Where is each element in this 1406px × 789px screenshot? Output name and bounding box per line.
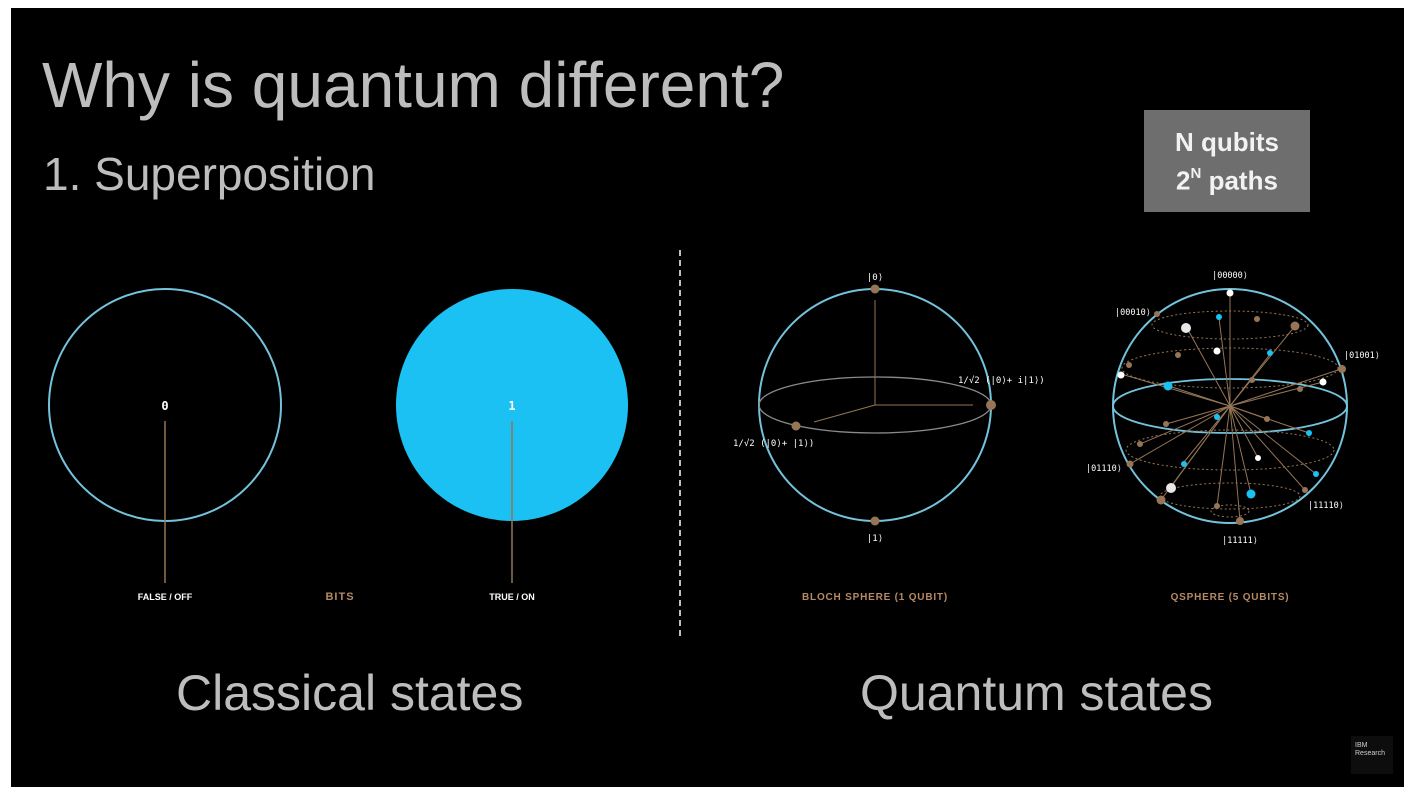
qsphere-dot (1267, 350, 1273, 356)
classical-states-label: Classical states (176, 665, 524, 721)
qsphere-ring-5 (1210, 504, 1250, 518)
qsphere-dot (1226, 289, 1234, 297)
qsphere-dot (1290, 321, 1300, 331)
bit-one-caption: TRUE / ON (489, 592, 535, 602)
qsphere-spokes (1120, 295, 1342, 522)
ibm-research-logo: IBM Research (1351, 736, 1393, 774)
qsphere-spoke (1229, 405, 1252, 495)
qsphere-dot (1126, 460, 1134, 468)
qsphere-dot (1319, 378, 1327, 386)
qsphere-dot (1338, 365, 1346, 373)
section-divider (679, 250, 681, 636)
bloch-state-plus-dot (986, 400, 996, 410)
qsphere-spoke (1183, 405, 1231, 463)
qsphere-ring-3 (1125, 429, 1335, 471)
qsphere-dot (1117, 371, 1125, 379)
qsphere-dot (1181, 461, 1187, 467)
bloch-state-one-dot (870, 516, 880, 526)
callout-line-1: N qubits (1175, 126, 1279, 157)
qsphere-label-11110: |11110⟩ (1308, 501, 1344, 511)
qsphere-dot (1302, 487, 1308, 493)
qsphere-spoke (1168, 385, 1231, 407)
qsphere-dot (1254, 316, 1260, 322)
bits-caption: BITS (325, 591, 354, 603)
bloch-label-zero: |0⟩ (867, 273, 883, 283)
qsphere-dot (1236, 517, 1244, 525)
qsphere-label-11111: |11111⟩ (1222, 536, 1258, 546)
qsphere-spoke (1229, 405, 1241, 522)
qsphere-spoke (1229, 405, 1306, 491)
qsphere-dot (1264, 416, 1270, 422)
bloch-label-one: |1⟩ (867, 534, 883, 544)
qsphere: |00000⟩ |00010⟩ |01001⟩ |01110⟩ |11110⟩ … (1086, 271, 1380, 603)
qsphere-dot (1156, 495, 1166, 505)
qsphere-dot (1214, 503, 1220, 509)
qsphere-spoke (1120, 373, 1231, 407)
qsphere-label-01110: |01110⟩ (1086, 464, 1122, 474)
qubits-callout: N qubits 2N paths (1144, 110, 1310, 212)
bit-zero-value: 0 (161, 399, 168, 413)
qsphere-spoke (1229, 405, 1268, 420)
bloch-state-zero-dot (870, 284, 880, 294)
qsphere-labels: |00000⟩ |00010⟩ |01001⟩ |01110⟩ |11110⟩ … (1086, 271, 1380, 546)
qsphere-spoke (1129, 405, 1231, 465)
logo-line-1: IBM (1355, 742, 1368, 749)
bit-zero-caption: FALSE / OFF (138, 592, 193, 602)
bloch-label-plus: 1/√2 (|0⟩+ i|1⟩) (958, 375, 1045, 386)
qsphere-dot (1137, 441, 1143, 447)
qsphere-dot (1255, 455, 1261, 461)
bloch-sphere: |0⟩ |1⟩ 1/√2 (|0⟩+ i|1⟩) 1/√2 (|0⟩+ |1⟩)… (733, 273, 1045, 603)
qsphere-spoke (1229, 405, 1259, 459)
bloch-y-axis (813, 404, 876, 423)
qsphere-spoke (1229, 368, 1342, 407)
qsphere-dot (1163, 421, 1169, 427)
qsphere-dot (1297, 386, 1303, 392)
bloch-caption: BLOCH SPHERE (1 QUBIT) (802, 592, 948, 603)
qsphere-spoke (1229, 405, 1317, 475)
qsphere-spoke (1216, 405, 1231, 507)
qsphere-dot (1166, 483, 1176, 493)
callout-rest: paths (1201, 165, 1278, 196)
qsphere-dot (1126, 362, 1132, 368)
qsphere-state-dots (1117, 289, 1346, 525)
qsphere-dot (1249, 377, 1255, 383)
qsphere-dot (1246, 489, 1256, 499)
qsphere-spoke (1229, 381, 1324, 407)
qsphere-dot (1216, 314, 1222, 320)
qsphere-spoke (1186, 327, 1231, 407)
qsphere-dot (1313, 471, 1319, 477)
callout-base: 2 (1176, 165, 1191, 196)
qsphere-caption: QSPHERE (5 QUBITS) (1171, 592, 1290, 603)
bit-one-circle (396, 289, 628, 521)
bit-one-value: 1 (508, 399, 515, 413)
qsphere-spoke (1218, 317, 1231, 407)
qsphere-label-00000: |00000⟩ (1212, 271, 1248, 281)
callout-line-2: 2N paths (1144, 159, 1310, 198)
qsphere-dot (1181, 323, 1191, 333)
bit-one-diagram: 1 TRUE / ON (396, 289, 628, 602)
slide-subtitle: 1. Superposition (43, 148, 376, 200)
qsphere-dot (1163, 381, 1173, 391)
qsphere-dot (1175, 352, 1181, 358)
slide: Why is quantum different? 1. Superpositi… (11, 8, 1404, 787)
qsphere-dot (1214, 414, 1220, 420)
qsphere-dot (1306, 430, 1312, 436)
qsphere-dot (1213, 347, 1221, 355)
qsphere-spoke (1139, 405, 1231, 445)
qsphere-ring-4 (1159, 482, 1301, 510)
callout-exponent: N (1190, 164, 1202, 182)
quantum-states-label: Quantum states (860, 665, 1213, 721)
bit-zero-diagram: 0 FALSE / OFF (48, 288, 282, 602)
qsphere-label-01001: |01001⟩ (1344, 351, 1380, 361)
qsphere-spoke (1165, 405, 1231, 425)
qsphere-label-00010: |00010⟩ (1115, 308, 1151, 318)
logo-line-2: Research (1355, 750, 1385, 757)
bloch-state-minus-dot (791, 421, 801, 431)
bloch-label-minus: 1/√2 (|0⟩+ |1⟩) (733, 438, 814, 449)
slide-title: Why is quantum different? (42, 49, 785, 121)
qsphere-dot (1154, 311, 1160, 317)
diagram-canvas: 0 FALSE / OFF BITS 1 TRUE / ON |0⟩ |1⟩ 1… (48, 271, 1380, 603)
